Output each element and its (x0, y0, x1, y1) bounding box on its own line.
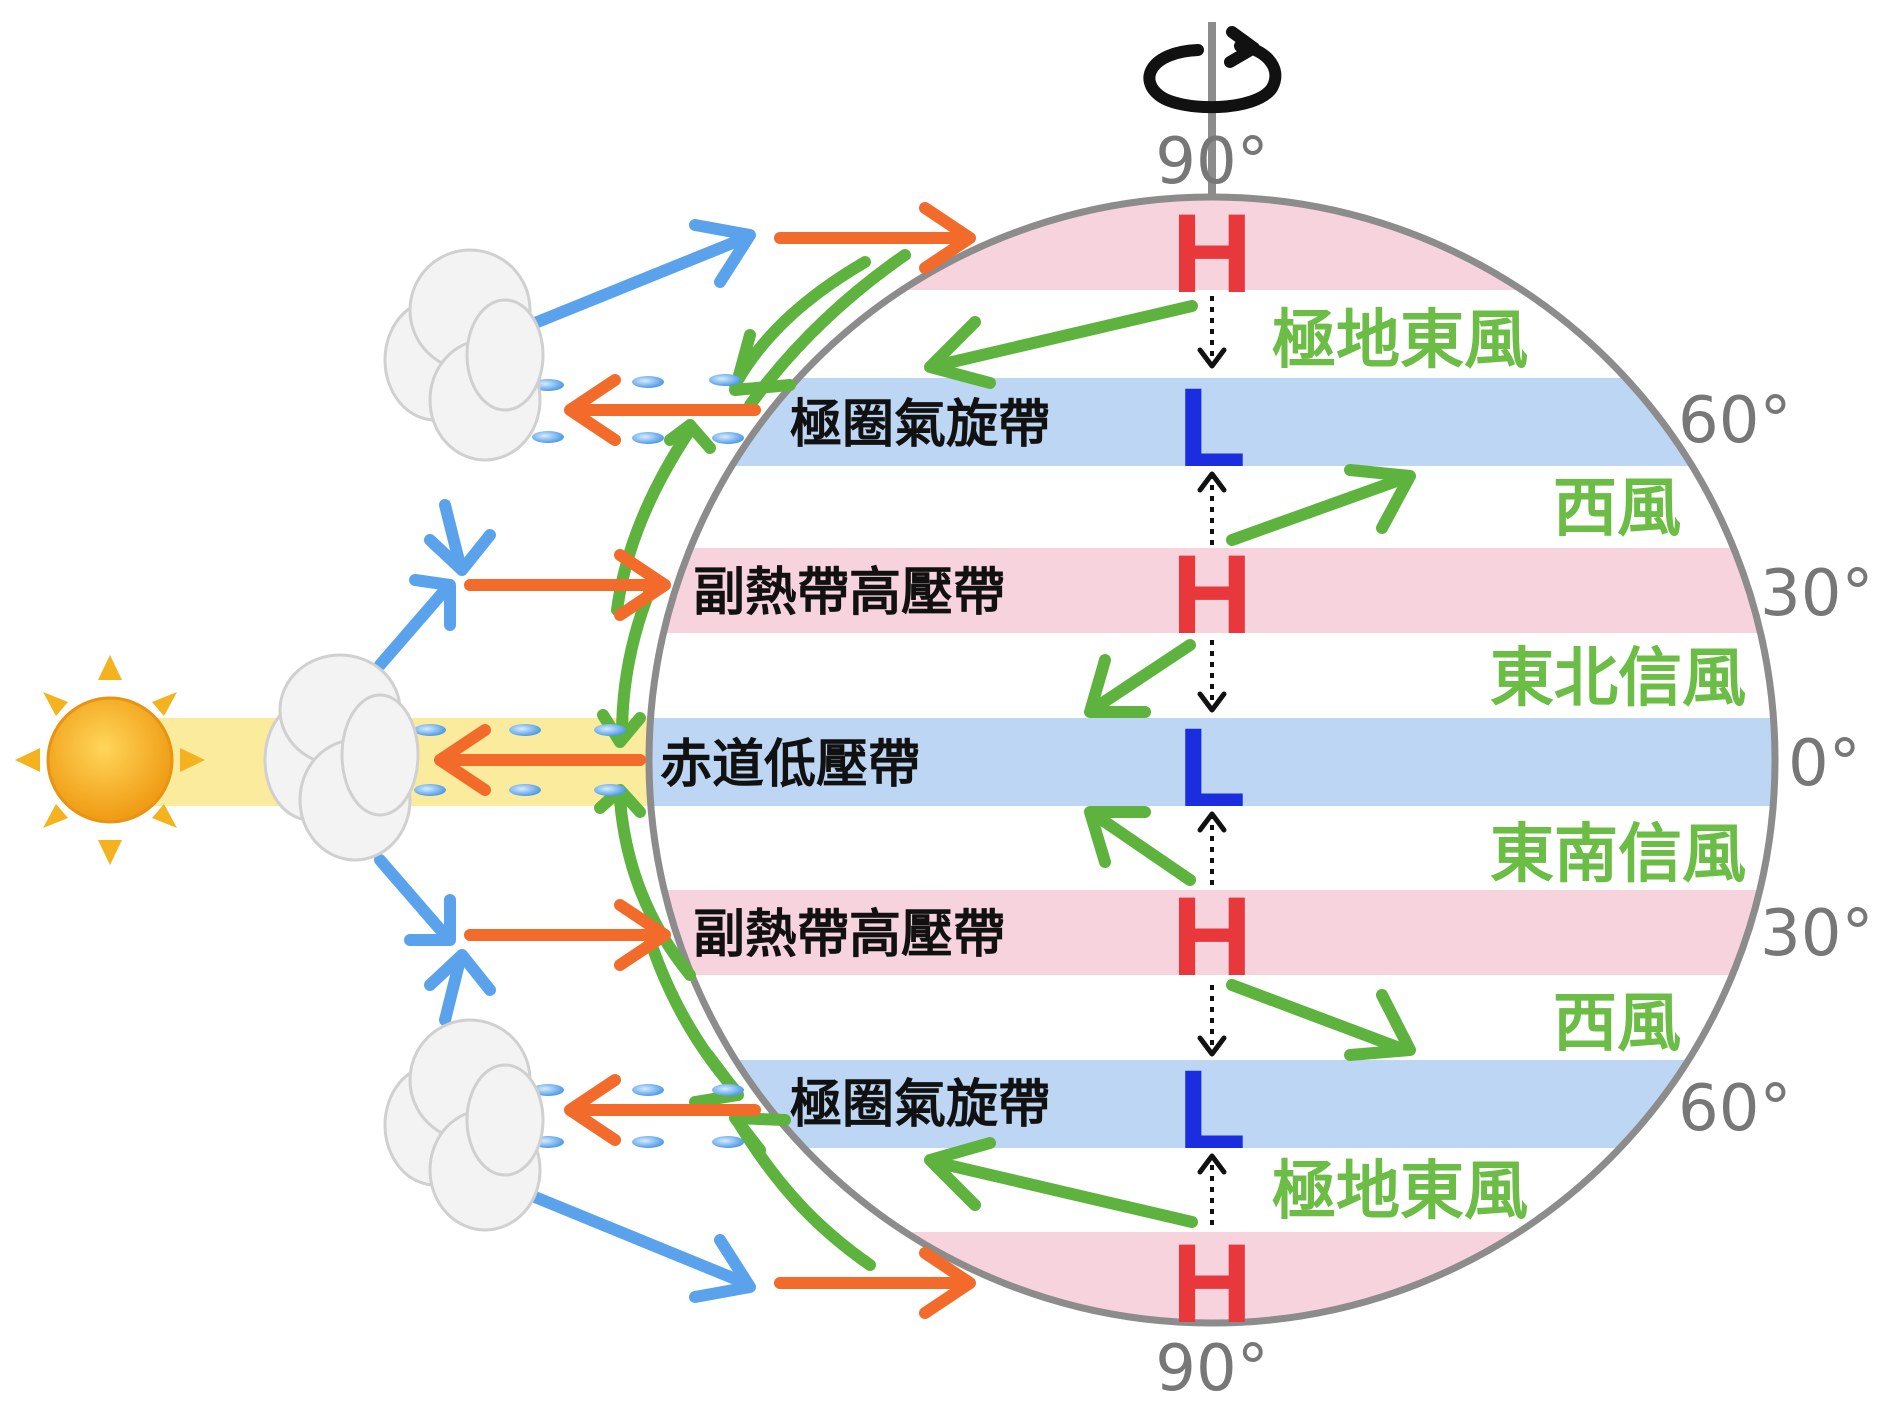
cloud-icon (383, 248, 545, 462)
latitude-label-north-pole: 90° (1155, 125, 1268, 199)
wind-label-n-westerlies: 西風 (1553, 472, 1681, 546)
raindrop-icon (594, 724, 626, 736)
dotted-arrow-heads (1197, 347, 1227, 1175)
wind-label-ne-trades: 東北信風 (1490, 642, 1746, 716)
latitude-label-s30: 30° (1760, 897, 1873, 971)
raindrop-icon (632, 1136, 664, 1148)
pressure-high-s30: H (1172, 874, 1253, 999)
raindrop-icon (712, 1084, 744, 1096)
raindrop-icon (509, 724, 541, 736)
wind-label-s-westerlies: 西風 (1553, 987, 1681, 1061)
wind-label-s-polar-easterlies: 極地東風 (1272, 1155, 1528, 1229)
raindrop-icon (532, 431, 564, 443)
raindrop-icon (414, 784, 446, 796)
belt-label-s30: 副熱帶高壓帶 (693, 905, 1005, 965)
globe-outline (645, 193, 1779, 1327)
raindrop-icon (594, 784, 626, 796)
raindrop-icon (532, 1084, 564, 1096)
wind-label-se-trades: 東南信風 (1490, 818, 1746, 892)
belt-label-n30: 副熱帶高壓帶 (693, 563, 1005, 623)
pressure-low-equator: L (1178, 705, 1246, 830)
latitude-label-n30: 30° (1760, 557, 1873, 631)
raindrop-icon (709, 374, 741, 386)
counterclockwise-rotation-icon (1143, 26, 1282, 114)
latitude-label-south-pole: 90° (1155, 1332, 1268, 1401)
pressure-high-n30: H (1172, 532, 1253, 657)
raindrop-icon (632, 432, 664, 444)
raindrop-icon (712, 432, 744, 444)
belt-label-n60: 極圈氣旋帶 (790, 395, 1050, 455)
wind-label-n-polar-easterlies: 極地東風 (1272, 304, 1528, 378)
band-north-subpolar-low (649, 378, 1775, 466)
pressure-high-north-pole: H (1172, 191, 1253, 316)
raindrop-icon (509, 784, 541, 796)
surface-wind-arrows (924, 300, 1416, 1228)
pressure-low-n60: L (1178, 365, 1246, 490)
belt-label-s60: 極圈氣旋帶 (790, 1075, 1050, 1135)
raindrop-icon (712, 1136, 744, 1148)
pressure-low-s60: L (1178, 1047, 1246, 1172)
latitude-label-equator: 0° (1788, 727, 1861, 801)
cloud-icon (383, 1018, 545, 1232)
latitude-label-s60: 60° (1678, 1072, 1791, 1146)
raindrop-icon (632, 1084, 664, 1096)
raindrop-icon (414, 724, 446, 736)
latitude-label-n60: 60° (1678, 384, 1791, 458)
side-circulation-green (594, 249, 911, 1271)
pressure-high-south-pole: H (1172, 1221, 1253, 1346)
band-north-subtropical-high (649, 548, 1775, 633)
raindrop-icon (632, 376, 664, 388)
band-equatorial-low (649, 718, 1775, 806)
upper-air-arrows (434, 202, 976, 1319)
sun-icon (15, 655, 205, 865)
band-south-subpolar-low (649, 1060, 1775, 1148)
belt-label-equator: 赤道低壓帶 (660, 735, 920, 795)
band-south-subtropical-high (649, 890, 1775, 975)
cloud-icon (263, 653, 420, 862)
raindrop-icons (414, 374, 744, 1148)
vapor-arrows (374, 219, 756, 1303)
